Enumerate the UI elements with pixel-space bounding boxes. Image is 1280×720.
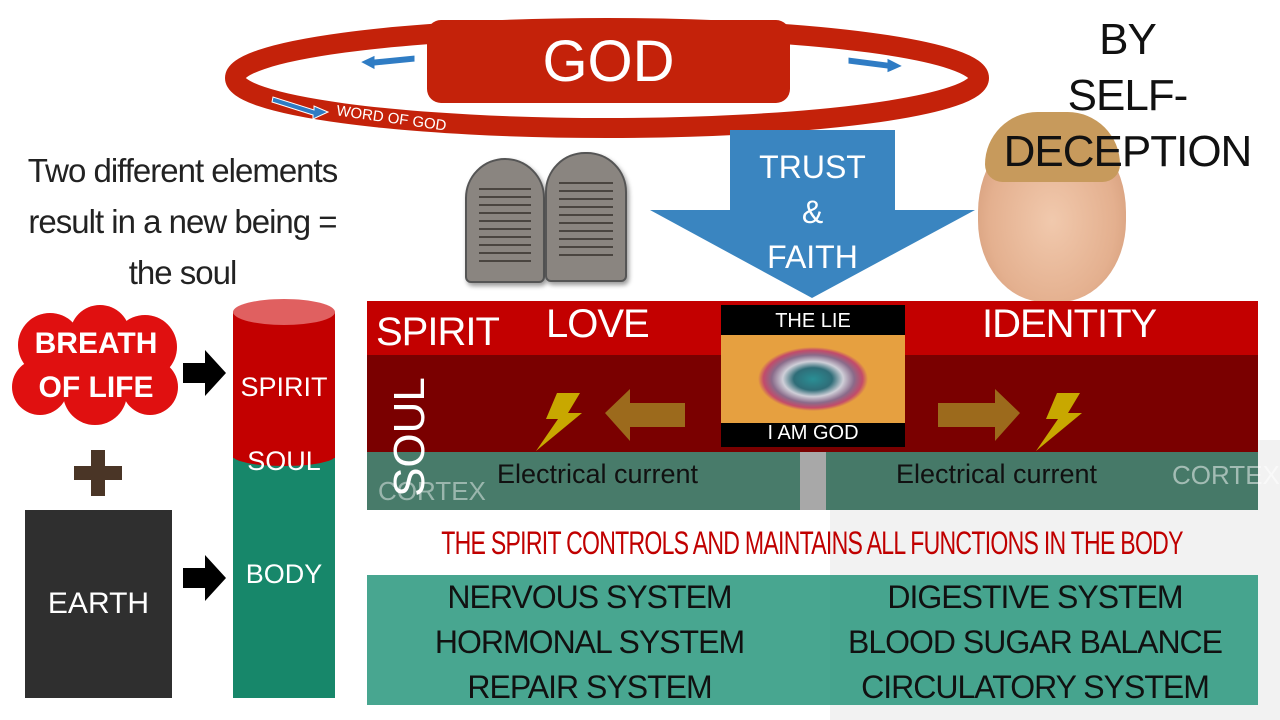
lightning-icon [536,393,582,451]
column-body-label: BODY [245,559,323,589]
slide-title: BY SELF-DECEPTION [975,12,1280,180]
column-soul-label: SOUL [247,446,321,476]
cortex-left-label: CORTEX [378,476,486,506]
i-am-god-label: I AM GOD [767,422,859,444]
spirit-controls-heading: THE SPIRIT CONTROLS AND MAINTAINS ALL FU… [441,525,1183,561]
breath-line: BREATH [34,327,158,360]
system-item: HORMONAL SYSTEM [434,624,745,660]
man-photo-hair [985,112,1120,182]
stone-tablet-icon [545,152,627,282]
plus-icon [74,450,122,496]
system-item: REPAIR SYSTEM [467,669,712,705]
intro-text: Two different elements result in a new b… [27,152,338,291]
system-item: NERVOUS SYSTEM [447,579,732,615]
systems-right: DIGESTIVE SYSTEM BLOOD SUGAR BALANCE CIR… [812,575,1258,710]
identity-label: IDENTITY [982,302,1157,346]
earth-box: EARTH [25,510,172,698]
title-line: SELF-DECEPTION [1003,71,1253,176]
body-systems-box: NERVOUS SYSTEM HORMONAL SYSTEM REPAIR SY… [367,575,1258,705]
cortex-right-label: CORTEX [1172,460,1280,490]
breath-of-life-label: BREATH OF LIFE [10,322,182,410]
arrow-right-icon [183,555,226,601]
arrow-left-icon [605,389,685,441]
arrow-right-icon [938,389,1020,441]
arrow-line: & [801,194,824,230]
human-column [233,299,335,698]
column-spirit-label: SPIRIT [240,372,328,402]
love-label: LOVE [546,302,650,346]
current-left-label: Electrical current [497,459,699,489]
system-item: BLOOD SUGAR BALANCE [848,624,1223,660]
systems-left: NERVOUS SYSTEM HORMONAL SYSTEM REPAIR SY… [367,575,812,710]
system-item: CIRCULATORY SYSTEM [861,669,1210,705]
arrow-line: FAITH [767,239,858,275]
god-box: GOD [427,20,790,103]
soul-label: SOUL [385,377,434,497]
lightning-icon [1036,393,1082,451]
the-lie-image: THE LIE I AM GOD [721,305,905,447]
current-right-label: Electrical current [896,459,1098,489]
eye-image [721,335,905,423]
breath-of-life-cloud [12,305,178,425]
soul-arrows [536,389,1082,451]
title-line: BY [1099,15,1157,64]
arrow-right-icon [183,350,226,396]
arrow-left-icon [271,54,905,120]
spirit-label: SPIRIT [376,310,500,354]
trust-faith-label: TRUST & FAITH [740,145,885,280]
trust-faith-arrow-icon [650,130,975,298]
system-item: DIGESTIVE SYSTEM [887,579,1183,615]
arrow-line: TRUST [759,149,866,185]
cortex-divider [800,452,826,510]
breath-line: OF LIFE [38,371,154,404]
stone-tablet-icon [465,158,545,283]
the-lie-label: THE LIE [775,310,851,332]
